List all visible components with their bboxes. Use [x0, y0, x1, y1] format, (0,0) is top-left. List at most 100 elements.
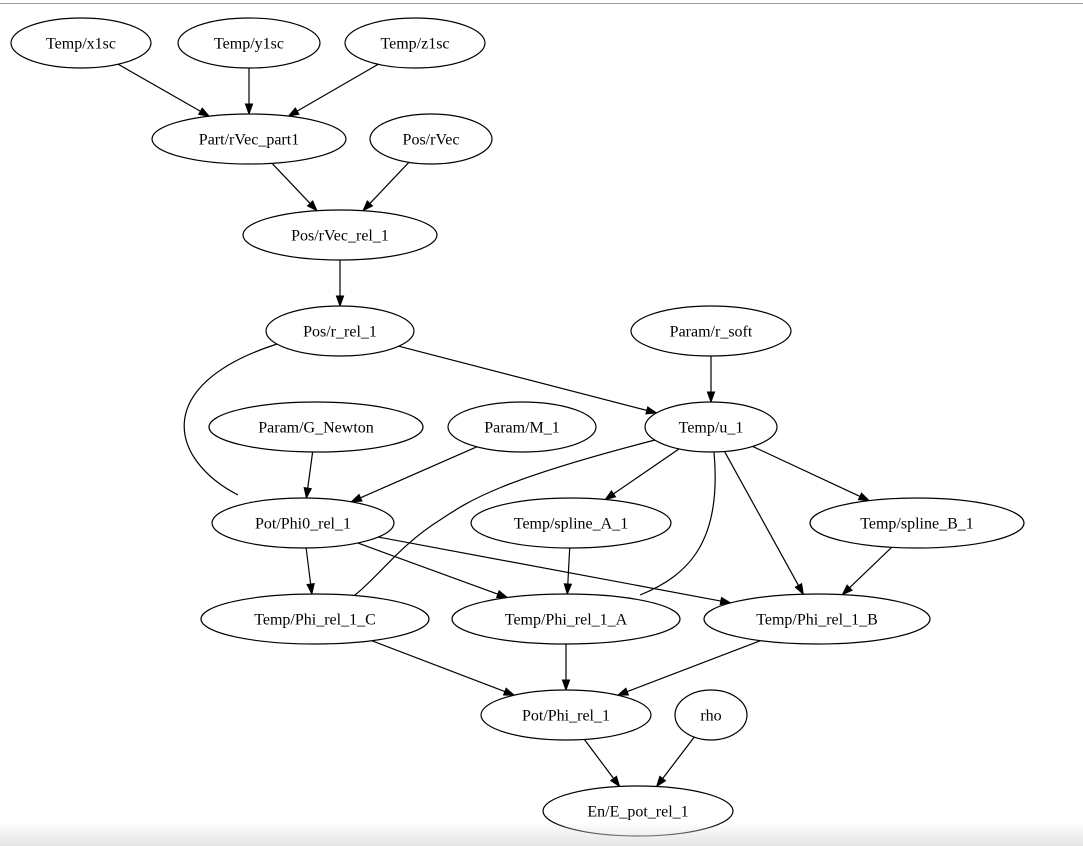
node-label: Temp/spline_B_1 — [860, 516, 974, 533]
edge-phi_a-to-phi_rel — [561, 644, 571, 692]
node-ellipse — [151, 113, 347, 165]
edge-g_newton-to-phi0 — [303, 451, 314, 500]
node-ellipse — [242, 209, 438, 261]
edge-line — [567, 547, 571, 585]
edge-arrowhead — [645, 406, 658, 415]
node-ellipse — [265, 305, 415, 357]
node-rvec-part1: Part/rVec_part1 — [151, 113, 347, 165]
node-label: Temp/Phi_rel_1_B — [756, 612, 878, 629]
node-label: Pos/rVec_rel_1 — [291, 228, 389, 245]
edge-arrowhead — [609, 775, 621, 788]
edge-phi_b-to-phi_rel — [616, 640, 761, 696]
node-u1: Temp/u_1 — [644, 401, 778, 453]
edge-line — [371, 640, 506, 693]
node-spline-a: Temp/spline_A_1 — [470, 497, 672, 549]
edge-u1-to-phi_b — [723, 451, 805, 596]
node-label: Temp/x1sc — [46, 36, 116, 53]
edge-y1sc-to-rvec_part1 — [244, 68, 254, 116]
node-label: En/E_pot_rel_1 — [587, 804, 688, 821]
node-ellipse — [630, 305, 792, 357]
node-ellipse — [344, 17, 486, 69]
node-phi-b: Temp/Phi_rel_1_B — [703, 593, 931, 645]
node-label: Pos/r_rel_1 — [303, 324, 377, 341]
edge-arrowhead — [604, 490, 617, 501]
edge-phi0-to-phi_a — [357, 542, 509, 599]
node-label: Param/r_soft — [670, 324, 753, 341]
node-x1sc: Temp/x1sc — [10, 17, 152, 69]
edge-line — [307, 451, 314, 489]
node-ellipse — [200, 593, 430, 645]
edge-line — [354, 439, 656, 596]
edge-arrowhead — [495, 589, 509, 599]
edge-arrowhead — [655, 775, 667, 788]
edge-arrowhead — [616, 687, 630, 696]
edge-arrowhead — [706, 391, 716, 404]
edge-phi0-to-phi_c — [305, 547, 315, 596]
edge-arrowhead — [197, 107, 211, 117]
top-divider — [0, 3, 1083, 4]
edge-arrowhead — [561, 679, 571, 692]
node-phi-c: Temp/Phi_rel_1_C — [200, 593, 430, 645]
node-ellipse — [10, 17, 152, 69]
edge-arrowhead — [841, 584, 853, 596]
edge-line — [271, 162, 311, 204]
edge-line — [662, 736, 695, 779]
edge-m1-to-phi0 — [349, 446, 478, 503]
edge-r_rel-to-u1 — [398, 345, 658, 415]
edge-line — [723, 451, 799, 586]
node-label: rho — [700, 708, 721, 725]
node-label: Temp/y1sc — [214, 36, 284, 53]
edge-arrowhead — [794, 582, 805, 596]
node-ellipse — [208, 401, 424, 453]
node-ellipse — [447, 401, 597, 453]
node-ellipse — [809, 497, 1025, 549]
node-label: Param/G_Newton — [258, 420, 374, 437]
node-label: Temp/Phi_rel_1_A — [505, 612, 628, 629]
node-ellipse — [674, 689, 748, 741]
node-ellipse — [451, 593, 681, 645]
node-rvec-rel: Pos/rVec_rel_1 — [242, 209, 438, 261]
edge-line — [369, 161, 410, 204]
edge-line — [752, 445, 861, 497]
node-r-soft: Param/r_soft — [630, 305, 792, 357]
node-label: Pos/rVec — [403, 132, 460, 149]
node-phi-rel: Pot/Phi_rel_1 — [480, 689, 652, 741]
edge-line — [626, 640, 761, 693]
edge-arrowhead — [563, 583, 573, 596]
node-label: Temp/Phi_rel_1_C — [254, 612, 376, 629]
edge-arrowhead — [857, 492, 871, 502]
node-label: Temp/spline_A_1 — [514, 516, 628, 533]
edge-arrowhead — [502, 687, 516, 696]
edge-line — [296, 63, 379, 112]
node-rho: rho — [674, 689, 748, 741]
edge-arrowhead — [335, 295, 345, 308]
edge-arrowhead — [362, 200, 374, 212]
node-z1sc: Temp/z1sc — [344, 17, 486, 69]
node-label: Pot/Phi_rel_1 — [522, 708, 610, 725]
edge-arrowhead — [244, 103, 254, 116]
edge-line — [117, 63, 201, 112]
edge-line — [305, 547, 312, 585]
edge-pos_rvec-to-rvec_rel — [362, 161, 410, 212]
edge-rvec_part1-to-rvec_rel — [271, 162, 318, 212]
edge-line — [849, 546, 893, 589]
node-ellipse — [211, 497, 395, 549]
edge-rho-to-e_pot — [655, 736, 695, 788]
edge-line — [378, 536, 721, 602]
edge-line — [183, 343, 278, 496]
edge-phi_rel-to-e_pot — [583, 739, 621, 788]
edge-line — [583, 739, 615, 779]
node-m1: Param/M_1 — [447, 401, 597, 453]
edge-line — [613, 448, 680, 495]
node-label: Param/M_1 — [484, 420, 560, 437]
edge-arrowhead — [349, 493, 363, 503]
edge-line — [360, 446, 478, 499]
node-label: Pot/Phi0_rel_1 — [255, 516, 351, 533]
nodes-layer: Temp/x1sc Temp/y1sc Temp/z1scPart/rVec_par… — [10, 17, 1025, 837]
node-ellipse — [177, 17, 321, 69]
edge-line — [357, 542, 499, 595]
node-label: Temp/u_1 — [679, 420, 744, 437]
edge-arrowhead — [306, 200, 318, 212]
node-ellipse — [644, 401, 778, 453]
